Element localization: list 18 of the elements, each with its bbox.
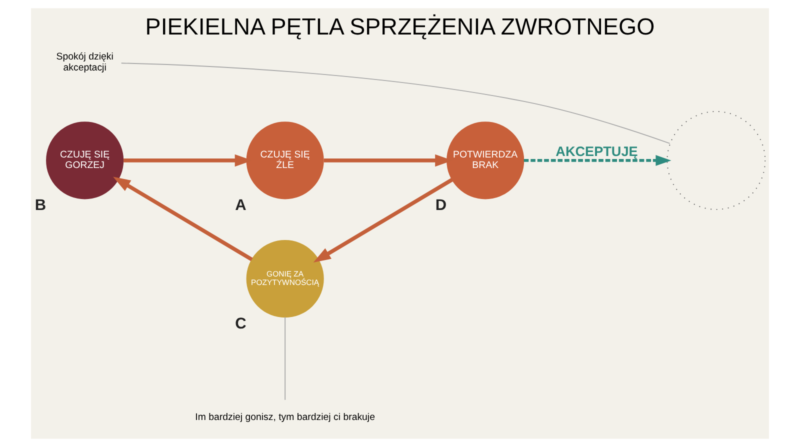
arrow xyxy=(524,155,672,166)
node-circle: CZUJĘ SIĘ GORZEJ xyxy=(46,122,124,200)
node-label: C xyxy=(235,316,246,333)
node-label: B xyxy=(34,197,46,214)
arrow xyxy=(113,176,253,262)
connector xyxy=(120,62,670,144)
diagram-title: PIEKIELNA PĘTLA SPRZĘŻENIA ZWROTNEGO xyxy=(145,14,655,40)
edge-label: AKCEPTUJĘ xyxy=(556,144,638,159)
connector xyxy=(284,316,286,400)
node-circle: POTWIERDZA BRAK xyxy=(446,122,524,200)
node-person xyxy=(666,111,766,210)
node-label: A xyxy=(235,197,246,214)
node-text: Spokój dzięki akceptacji xyxy=(56,52,114,74)
node-circle: CZUJĘ SIĘ ŹLE xyxy=(246,122,324,200)
node-circle: GONIĘ ZA POZYTYWNOŚCIĄ xyxy=(246,240,324,318)
arrow xyxy=(313,178,454,263)
node-text: Im bardziej gonisz, tym bardziej ci brakuje xyxy=(195,412,376,423)
node-label: D xyxy=(435,197,447,214)
